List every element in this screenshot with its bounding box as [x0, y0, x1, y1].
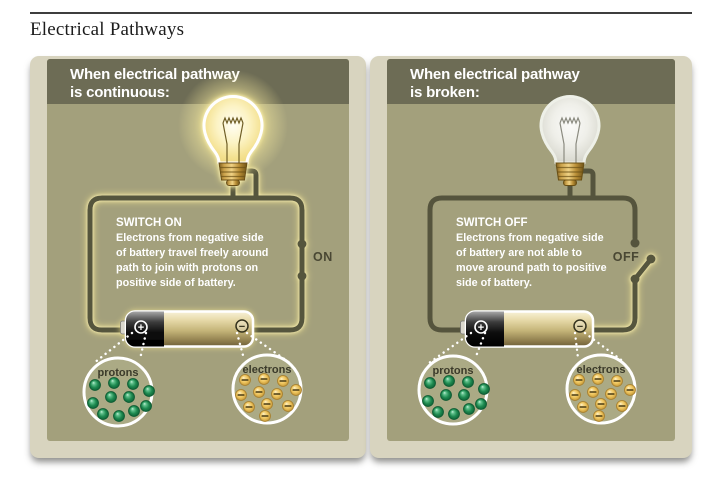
- body-line: of battery travel freely around: [116, 247, 268, 259]
- battery-negative-symbol: −: [573, 319, 587, 333]
- body-line: Electrons from negative side: [456, 232, 604, 244]
- svg-text:−: −: [239, 321, 245, 333]
- bulb-glass: [539, 94, 601, 165]
- title-rule: [30, 12, 692, 14]
- electrons-label: electrons: [243, 364, 292, 376]
- battery-negative-symbol: −: [235, 319, 249, 333]
- electrons-magnifier: electrons: [565, 353, 637, 425]
- figure: When electrical pathway is continuous:: [30, 56, 692, 458]
- svg-text:+: +: [138, 322, 144, 334]
- electrons-magnifier: electrons: [231, 353, 303, 425]
- proton-balls: [87, 377, 155, 422]
- card-broken: When electrical pathway is broken:: [370, 56, 692, 458]
- electron-balls: [569, 373, 636, 422]
- switch-contact-dot-bottom: [297, 271, 307, 281]
- battery: + −: [120, 310, 255, 348]
- battery-positive-symbol: +: [474, 320, 488, 334]
- body-line: positive side of battery.: [116, 277, 236, 289]
- proton-balls: [422, 375, 490, 420]
- panel-header-broken: When electrical pathway is broken:: [387, 59, 675, 104]
- switch-state-label: ON: [313, 250, 333, 264]
- protons-label: protons: [433, 365, 474, 377]
- header-line2: is broken:: [410, 84, 480, 101]
- page-title: Electrical Pathways: [30, 19, 185, 40]
- protons-magnifier: protons: [417, 354, 490, 426]
- header-line1: When electrical pathway: [410, 66, 580, 83]
- protons-label: protons: [98, 367, 139, 379]
- switch-state-label: OFF: [613, 250, 640, 264]
- body-line: of battery are not able to: [456, 247, 582, 259]
- bulb-side-lead: [580, 168, 596, 201]
- svg-text:+: +: [478, 322, 484, 334]
- switch-contact-dot-top: [630, 238, 640, 248]
- card-continuous: When electrical pathway is continuous:: [30, 56, 366, 458]
- bulb-base: [555, 162, 585, 186]
- panel-broken: When electrical pathway is broken:: [387, 59, 675, 441]
- header-line1: When electrical pathway: [70, 66, 240, 83]
- switch-contact-dot-top: [297, 239, 307, 249]
- header-line2: is continuous:: [70, 84, 170, 101]
- battery-positive-symbol: +: [134, 320, 148, 334]
- body-line: side of battery.: [456, 277, 532, 289]
- magnifier-dotted-lines: [427, 331, 626, 365]
- electron-balls: [235, 373, 302, 422]
- body-line: path to join with protons on: [116, 262, 258, 274]
- battery: + −: [460, 310, 595, 348]
- circuit-loop-open: [427, 195, 638, 333]
- light-bulb-lit: [178, 70, 288, 186]
- circuit-loop: [87, 195, 305, 333]
- switch-pivot-dot: [630, 274, 640, 284]
- bulb-filament: [222, 116, 244, 163]
- bulb-glass: [202, 94, 264, 165]
- switch-arm-tip-dot: [646, 254, 656, 264]
- bulb-base: [218, 162, 248, 186]
- panel-continuous: When electrical pathway is continuous:: [47, 59, 349, 441]
- switch-title: SWITCH OFF: [456, 217, 528, 229]
- circuit-wire-glowing-segment: [566, 254, 656, 333]
- body-line: Electrons from negative side: [116, 232, 264, 244]
- bulb-filament: [559, 116, 581, 163]
- switch-title: SWITCH ON: [116, 217, 182, 229]
- light-bulb-unlit: [539, 94, 601, 186]
- body-line: move around path to positive: [456, 262, 607, 274]
- electrons-label: electrons: [577, 364, 626, 376]
- svg-text:−: −: [577, 321, 583, 333]
- protons-magnifier: protons: [82, 356, 155, 428]
- circuit-wire-dead: [427, 168, 640, 333]
